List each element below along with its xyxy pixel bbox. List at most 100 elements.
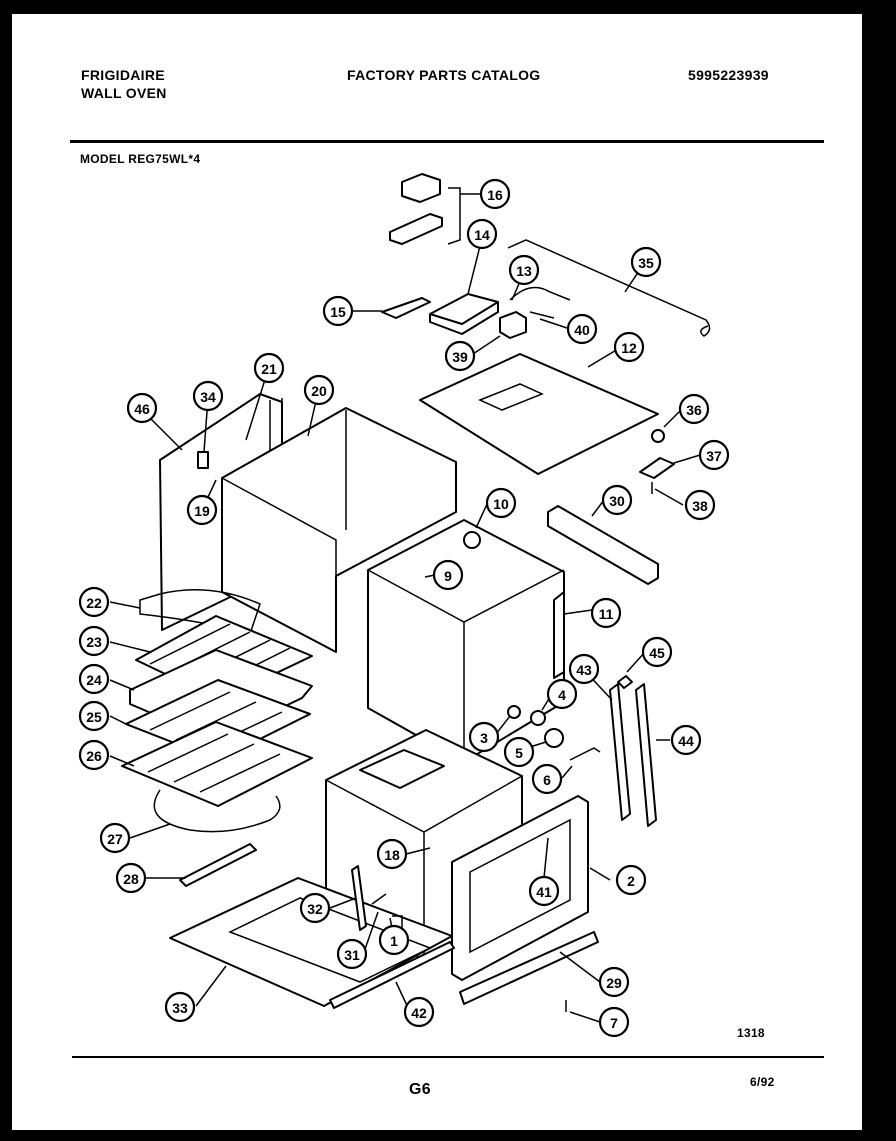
callout-24: 24 [78, 663, 110, 695]
callout-label: 2 [627, 873, 635, 889]
callout-bubble [503, 736, 535, 768]
callout-bubble [303, 374, 335, 406]
model-label: MODEL REG75WL*4 [80, 152, 201, 166]
part-43-door-channel [609, 683, 631, 821]
callout-label: 12 [621, 340, 637, 356]
callout-label: 29 [606, 975, 622, 991]
callout-bubble [432, 559, 464, 591]
callout-37: 37 [698, 439, 730, 471]
callout-10: 10 [485, 487, 517, 519]
callout-label: 35 [638, 255, 654, 271]
callout-27: 27 [99, 822, 131, 854]
callout-bubble [568, 653, 600, 685]
callout-bubble [598, 1006, 630, 1038]
catalog-number: 5995223939 [688, 67, 769, 83]
callout-bubble [299, 892, 331, 924]
callout-bubble [678, 393, 710, 425]
callout-bubble [615, 864, 647, 896]
callout-label: 43 [576, 662, 592, 678]
callout-label: 18 [384, 847, 400, 863]
callout-bubble [126, 392, 158, 424]
callout-label: 20 [311, 383, 327, 399]
callout-label: 46 [134, 401, 150, 417]
callout-4: 4 [546, 678, 578, 710]
callout-bubble [115, 862, 147, 894]
callout-label: 24 [86, 672, 102, 688]
callout-label: 13 [516, 263, 532, 279]
callout-bubble [630, 246, 662, 278]
part-29-door-trim [459, 931, 599, 1005]
product-name: WALL OVEN [81, 85, 167, 101]
callout-bubble [376, 838, 408, 870]
callout-11: 11 [590, 597, 622, 629]
part-32-bracket [351, 865, 367, 931]
part-11-side-trim [553, 591, 565, 679]
callout-bubble [641, 636, 673, 668]
callout-bubble [378, 924, 410, 956]
callout-18: 18 [376, 838, 408, 870]
brand-name: FRIGIDAIRE [81, 67, 165, 83]
callout-34: 34 [192, 380, 224, 412]
part-4-lamp [530, 710, 546, 726]
callout-label: 44 [678, 733, 694, 749]
callout-26: 26 [78, 739, 110, 771]
callout-label: 30 [609, 493, 625, 509]
callout-bubble [590, 597, 622, 629]
callout-22: 22 [78, 586, 110, 618]
callout-32: 32 [299, 892, 331, 924]
callout-bubble [468, 721, 500, 753]
callout-14: 14 [466, 218, 498, 250]
callout-6: 6 [531, 763, 563, 795]
callout-7: 7 [598, 1006, 630, 1038]
part-37-hinge-receptacle [639, 457, 675, 479]
callout-label: 1 [390, 933, 398, 949]
callout-31: 31 [336, 938, 368, 970]
callout-9: 9 [432, 559, 464, 591]
callout-39: 39 [444, 340, 476, 372]
callout-label: 5 [515, 745, 523, 761]
callout-bubble [164, 991, 196, 1023]
callout-bubble [598, 966, 630, 998]
callout-label: 25 [86, 709, 102, 725]
callout-19: 19 [186, 494, 218, 526]
callout-bubble [186, 494, 218, 526]
callout-label: 39 [452, 349, 468, 365]
part-6-sensor [569, 747, 601, 761]
callout-29: 29 [598, 966, 630, 998]
callout-45: 45 [641, 636, 673, 668]
callout-bubble [528, 875, 560, 907]
callout-bubble [403, 996, 435, 1028]
callout-bubble [322, 295, 354, 327]
part-3-lamp-socket [507, 705, 521, 719]
callout-label: 22 [86, 595, 102, 611]
callout-43: 43 [568, 653, 600, 685]
callout-label: 11 [599, 606, 614, 622]
callout-20: 20 [303, 374, 335, 406]
callout-label: 3 [480, 730, 488, 746]
callout-bubble [99, 822, 131, 854]
page-number: G6 [409, 1081, 431, 1098]
callout-41: 41 [528, 875, 560, 907]
callout-label: 33 [172, 1000, 188, 1016]
callout-label: 36 [686, 402, 702, 418]
callout-label: 32 [307, 901, 323, 917]
part-36-clip [651, 429, 665, 443]
part-5-lamp-cover [544, 728, 564, 748]
callout-15: 15 [322, 295, 354, 327]
part-28-element-bracket [179, 843, 257, 887]
callout-46: 46 [126, 392, 158, 424]
callout-label: 45 [649, 645, 665, 661]
callout-label: 27 [107, 831, 123, 847]
part-39-terminal-block [499, 311, 527, 339]
callout-bubble [78, 625, 110, 657]
callout-bubble [508, 254, 540, 286]
part-20-cabinet-wrapper [221, 407, 457, 653]
callout-bubble [566, 313, 598, 345]
callout-bubble [78, 663, 110, 695]
part-13-harness [509, 286, 571, 301]
callout-33: 33 [164, 991, 196, 1023]
callout-label: 42 [411, 1005, 427, 1021]
callout-25: 25 [78, 700, 110, 732]
callout-label: 21 [261, 361, 277, 377]
